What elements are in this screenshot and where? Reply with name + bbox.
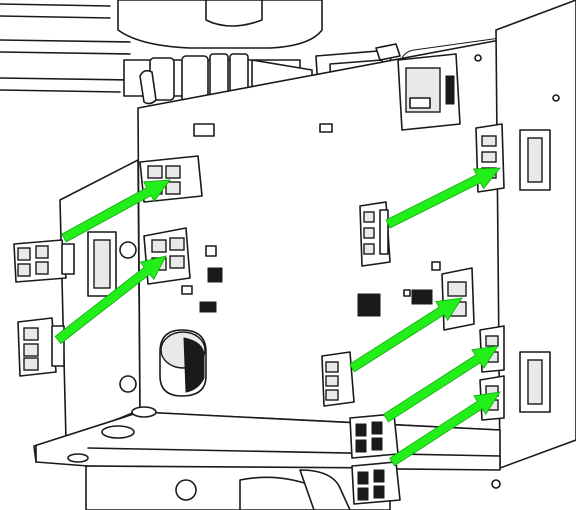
ethernet-socket (397, 53, 461, 131)
arrow-plug-6-to-socket-f (389, 391, 501, 467)
enclosure-right-wall (474, 0, 576, 469)
arrow-plug-1-to-socket-a (61, 179, 171, 243)
arrow-plug-3-to-socket-c (385, 167, 501, 229)
electrolytic-capacitor (159, 329, 207, 397)
arrow-plug-4-to-socket-d (349, 297, 463, 373)
plug-3 (359, 201, 391, 267)
rail-frame (0, 3, 131, 93)
arrow-layer (54, 167, 501, 467)
plug-4 (321, 351, 355, 407)
arrow-plug-5-to-socket-e (383, 345, 499, 423)
board-components (181, 123, 441, 317)
plug-2 (17, 317, 65, 377)
plug-1 (13, 239, 75, 283)
plug-6 (351, 461, 401, 505)
arrow-plug-2-to-socket-b (54, 255, 167, 345)
lower-chassis (85, 465, 501, 510)
